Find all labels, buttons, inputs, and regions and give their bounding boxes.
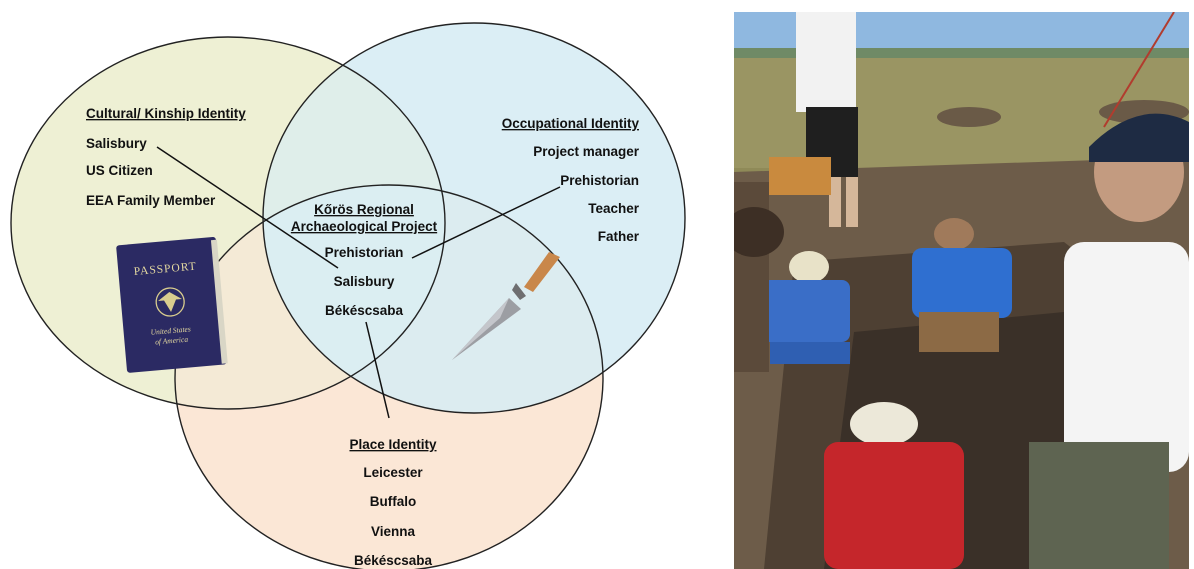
- cultural-item: Salisbury: [86, 136, 147, 151]
- passport-icon: PASSPORT United States of America: [116, 237, 228, 373]
- svg-text:United States: United States: [150, 324, 191, 336]
- occupational-item: Prehistorian: [560, 173, 639, 188]
- center-item: Prehistorian: [325, 245, 404, 260]
- trowel-icon: [452, 252, 560, 360]
- occupational-item: Father: [598, 229, 640, 244]
- occupational-identity-title: Occupational Identity: [502, 116, 640, 131]
- cultural-item: EEA Family Member: [86, 193, 216, 208]
- project-title-line1: Kőrös Regional: [314, 202, 414, 217]
- identity-venn-diagram: Cultural/ Kinship Identity Salisbury US …: [10, 22, 686, 569]
- occupational-item: Teacher: [588, 201, 640, 216]
- center-item: Békéscsaba: [325, 303, 404, 318]
- place-item: Vienna: [371, 524, 416, 539]
- cultural-item: US Citizen: [86, 163, 153, 178]
- place-item: Buffalo: [370, 494, 417, 509]
- occupational-item: Project manager: [533, 144, 640, 159]
- excavation-photo: [734, 12, 1189, 569]
- center-item: Salisbury: [334, 274, 395, 289]
- cultural-identity-title: Cultural/ Kinship Identity: [86, 106, 246, 121]
- place-identity-title: Place Identity: [349, 437, 437, 452]
- svg-text:PASSPORT: PASSPORT: [133, 261, 197, 278]
- svg-text:of America: of America: [155, 335, 189, 347]
- place-item: Leicester: [363, 465, 423, 480]
- project-title-line2: Archaeological Project: [291, 219, 438, 234]
- place-item: Békéscsaba: [354, 553, 433, 568]
